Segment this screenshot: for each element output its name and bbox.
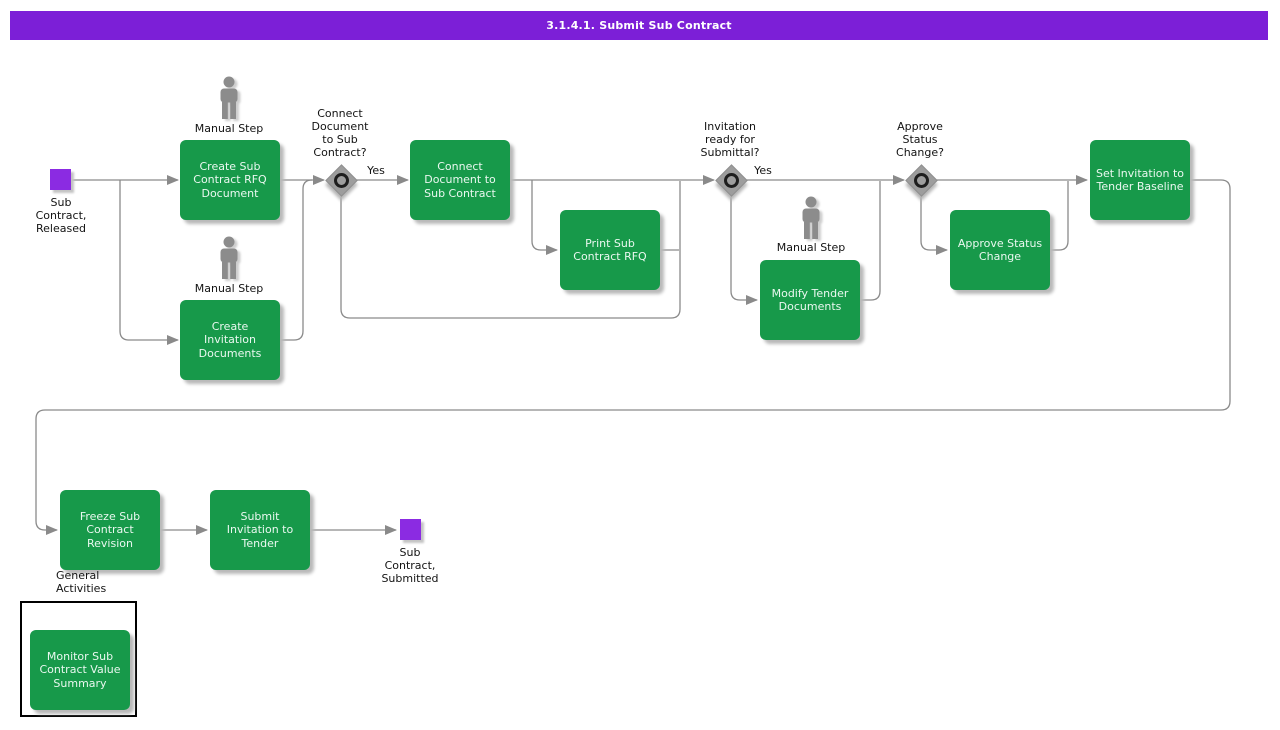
task-approve-status-change[interactable]: Approve Status Change (950, 210, 1050, 290)
end-event-square (400, 519, 421, 540)
task-create-invitation-documents[interactable]: Create Invitation Documents (180, 300, 280, 380)
diagram-title: 3.1.4.1. Submit Sub Contract (546, 19, 732, 32)
gateway-circle-icon (910, 169, 933, 192)
group-label-general-activities: General Activities (56, 569, 107, 595)
start-event-label: Sub Contract, Released (35, 196, 87, 235)
task-monitor-sub-contract-value-summary[interactable]: Monitor Sub Contract Value Summary (30, 630, 130, 710)
gateway-label-invitation-ready: Invitation ready for Submittal? (700, 120, 760, 159)
manual-step-person-icon (220, 76, 238, 119)
edge-label-yes: Yes (367, 164, 385, 177)
start-event-square (50, 169, 71, 190)
task-set-invitation-to-tender-baseline[interactable]: Set Invitation to Tender Baseline (1090, 140, 1190, 220)
gateway-label-approve-status: Approve Status Change? (896, 120, 944, 159)
task-modify-tender-documents[interactable]: Modify Tender Documents (760, 260, 860, 340)
task-create-sub-contract-rfq-document[interactable]: Create Sub Contract RFQ Document (180, 140, 280, 220)
end-event-label: Sub Contract, Submitted (381, 546, 439, 585)
manual-step-label: Manual Step (776, 241, 846, 254)
task-submit-invitation-to-tender[interactable]: Submit Invitation to Tender (210, 490, 310, 570)
manual-step-person-icon (220, 236, 238, 279)
manual-step-label: Manual Step (194, 122, 264, 135)
gateway-label-connect-document: Connect Document to Sub Contract? (311, 107, 369, 159)
diagram-title-bar: 3.1.4.1. Submit Sub Contract (10, 11, 1268, 40)
gateway-circle-icon (720, 169, 743, 192)
manual-step-label: Manual Step (194, 282, 264, 295)
task-freeze-sub-contract-revision[interactable]: Freeze Sub Contract Revision (60, 490, 160, 570)
gateway-circle-icon (330, 169, 353, 192)
edge-label-yes: Yes (754, 164, 772, 177)
task-print-sub-contract-rfq[interactable]: Print Sub Contract RFQ (560, 210, 660, 290)
task-connect-document-to-sub-contract[interactable]: Connect Document to Sub Contract (410, 140, 510, 220)
manual-step-person-icon (802, 196, 820, 239)
